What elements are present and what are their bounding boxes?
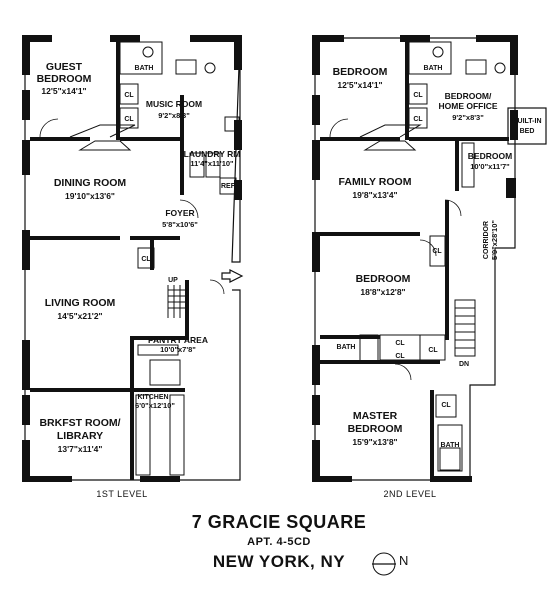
foyer-label: FOYER [165, 208, 194, 218]
up-label: UP [168, 277, 178, 284]
master-bedroom-label-2: BEDROOM [348, 423, 403, 435]
laundry-rm-dims: 11'4"x11'10" [190, 159, 234, 168]
kitchen-dims: 6'0"x12'10" [135, 401, 175, 410]
second-bath-label-2: BATH [337, 344, 356, 351]
second-cl-label-1: CL [413, 92, 423, 99]
first-cl-label-3: CL [141, 256, 151, 263]
dining-room-label: DINING ROOM [54, 177, 127, 189]
kitchen-label: KITCHEN [137, 394, 168, 401]
family-room-label: FAMILY ROOM [339, 176, 412, 188]
first-level-fixtures [39, 41, 244, 476]
second-cl-label-3: CL [432, 248, 442, 255]
music-room-dims: 9'2"x8'3" [158, 111, 190, 120]
guest-bedroom-dims: 12'5"x14'1" [41, 86, 86, 96]
guest-bedroom-label-1: GUEST [46, 61, 83, 73]
first-level-walls [22, 35, 242, 482]
bedroom-small-dims: 10'0"x11'7" [470, 162, 510, 171]
compass-north-label: N [399, 553, 409, 568]
corridor-label: CORRIDOR [483, 221, 490, 259]
first-ref-label: REF [221, 183, 236, 190]
family-room-dims: 19'8"x13'4" [352, 190, 397, 200]
brkfst-room-dims: 13'7"x11'4" [58, 444, 103, 454]
bedroom-home-office-label-1: BEDROOM/ [445, 91, 492, 101]
music-room-label: MUSIC ROOM [146, 99, 202, 109]
apartment-number: APT. 4-5CD [247, 536, 311, 548]
second-bath-label-1: BATH [424, 65, 443, 72]
foyer-dims: 5'8"x10'6" [162, 220, 198, 229]
second-cl-label-4: CL [395, 340, 405, 347]
dn-label: DN [459, 361, 469, 368]
living-room-label: LIVING ROOM [45, 297, 116, 309]
master-bedroom-dims: 15'9"x13'8" [352, 437, 397, 447]
address-city: NEW YORK, NY [212, 552, 346, 571]
second-level-caption: 2ND LEVEL [383, 489, 436, 499]
second-level-walls [312, 35, 518, 482]
second-bath-label-3: BATH [441, 442, 460, 449]
bedroom-small-label: BEDROOM [468, 151, 512, 161]
laundry-rm-label: LAUNDRY RM [184, 149, 241, 159]
corridor-dims: 5'9"x28'10" [490, 220, 499, 260]
pantry-area-label: PANTRY AREA [148, 335, 208, 345]
dining-room-dims: 19'10"x13'6" [65, 191, 115, 201]
pantry-area-dims: 10'0"x7'8" [160, 345, 196, 354]
second-cl-label-5: CL [395, 353, 405, 360]
bedroom-home-office-label-2: HOME OFFICE [438, 101, 497, 111]
bedroom-1-label: BEDROOM [333, 66, 388, 78]
second-cl-label-7: CL [441, 402, 451, 409]
second-level-fixtures [329, 41, 547, 472]
first-cl-label-2: CL [124, 116, 134, 123]
built-in-bed-label-2: BED [520, 128, 535, 135]
compass-icon [372, 552, 396, 576]
master-bedroom-label-1: MASTER [353, 410, 398, 422]
first-level-caption: 1ST LEVEL [96, 489, 147, 499]
brkfst-room-label-1: BRKFST ROOM/ [39, 417, 120, 429]
bedroom-2-label: BEDROOM [356, 273, 411, 285]
second-cl-label-6: CL [428, 347, 438, 354]
built-in-bed-label-1: BUILT-IN [512, 118, 541, 125]
first-bath-label: BATH [135, 65, 154, 72]
bedroom-home-office-dims: 9'2"x8'3" [452, 113, 484, 122]
guest-bedroom-label-2: BEDROOM [37, 73, 92, 85]
living-room-dims: 14'5"x21'2" [57, 311, 102, 321]
bedroom-1-dims: 12'5"x14'1" [337, 80, 382, 90]
brkfst-room-label-2: LIBRARY [57, 430, 103, 442]
bedroom-2-dims: 18'8"x12'8" [360, 287, 405, 297]
first-cl-label-1: CL [124, 92, 134, 99]
address-title: 7 GRACIE SQUARE [191, 512, 367, 532]
corridor-label-group: CORRIDOR 5'9"x28'10" [483, 220, 499, 260]
second-cl-label-2: CL [413, 116, 423, 123]
